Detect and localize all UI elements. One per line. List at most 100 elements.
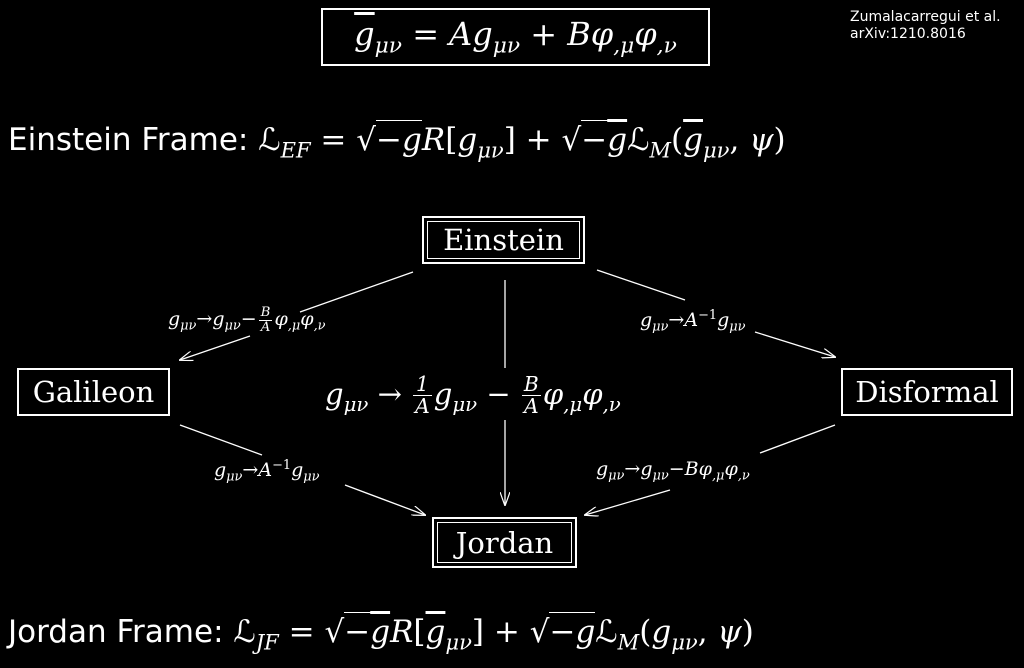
symbol-base: g xyxy=(212,307,225,330)
symbol-base: B xyxy=(567,15,591,54)
math-operator: ( xyxy=(639,614,652,650)
square-root: √−g xyxy=(356,120,422,158)
symbol-base: ℒ xyxy=(595,614,618,650)
top-equation-box: gμν = Agμν + Bφ,μφ,ν xyxy=(321,8,710,66)
symbol-base: g xyxy=(370,614,391,650)
math-symbol: φ,ν xyxy=(582,377,621,416)
math-operator: + xyxy=(520,15,568,54)
symbol-base: g xyxy=(717,309,730,332)
math-symbol: gμν xyxy=(291,459,319,485)
arrow-einstein-disformal-a xyxy=(596,269,686,301)
square-root: √−g xyxy=(324,612,391,650)
node-disformal: Disformal xyxy=(841,368,1013,416)
jordan-frame-equation: ℒJF = √−gR[gμν] + √−gℒM(gμν, ψ) xyxy=(233,612,754,654)
radicand: −g xyxy=(376,120,422,158)
math-symbol: φ,μ xyxy=(699,458,725,484)
math-symbol: ℒM xyxy=(627,122,671,162)
math-operator: − xyxy=(549,614,576,650)
math-symbol: ℒJF xyxy=(233,614,278,654)
fraction-numerator: B xyxy=(521,372,541,397)
math-symbol: gμν xyxy=(425,614,472,654)
math-symbol: ℒM xyxy=(595,614,639,654)
arrow-disformal-jordan-b xyxy=(585,489,671,515)
math-symbol: gμν xyxy=(472,15,520,59)
symbol-base: R xyxy=(390,614,414,650)
jordan-frame-line: Jordan Frame: ℒJF = √−gR[gμν] + √−gℒM(gμ… xyxy=(8,612,754,654)
fraction-denominator: A xyxy=(524,394,539,419)
arrow-einstein-galileon-a xyxy=(299,271,414,313)
node-einstein-label: Einstein xyxy=(427,221,580,259)
symbol-base: g xyxy=(433,377,453,412)
citation-authors: Zumalacarregui et al. xyxy=(850,9,1001,25)
node-disformal-label: Disformal xyxy=(855,375,999,409)
symbol-base: g xyxy=(425,614,446,650)
math-operator: → xyxy=(368,377,412,412)
math-symbol: A−1 xyxy=(684,308,718,332)
math-symbol: gμν xyxy=(640,458,668,484)
superscript: −1 xyxy=(698,308,718,323)
math-symbol: φ,μ xyxy=(274,308,301,334)
einstein-frame-label: Einstein Frame: xyxy=(8,122,259,158)
math-symbol: φ,μ xyxy=(591,15,634,59)
symbol-base: ℒ xyxy=(627,122,650,158)
math-operator: = xyxy=(402,15,450,54)
math-operator: − xyxy=(668,458,685,480)
subscript: μν xyxy=(224,318,241,334)
symbol-base: ℒ xyxy=(258,122,281,158)
symbol-base: g xyxy=(291,459,304,482)
math-symbol: g xyxy=(402,122,422,158)
symbol-base: g xyxy=(168,307,181,330)
math-symbol: gμν xyxy=(596,458,624,484)
math-operator: = xyxy=(310,122,357,158)
subscript: μν xyxy=(226,469,243,485)
fraction-denominator: A xyxy=(415,394,430,419)
math-operator: ] + xyxy=(503,122,562,158)
subscript: ,μ xyxy=(287,318,301,334)
radicand: −g xyxy=(344,612,391,650)
square-root: √−g xyxy=(530,612,596,650)
top-equation: gμν = Agμν + Bφ,μφ,ν xyxy=(354,15,677,59)
fraction-denominator: A xyxy=(260,319,271,335)
arrow-disformal-jordan-a xyxy=(759,424,836,454)
subscript: μν xyxy=(452,393,478,417)
math-operator: [ xyxy=(413,614,426,650)
math-symbol: gμν xyxy=(717,309,745,335)
symbol-base: ℒ xyxy=(233,614,256,650)
symbol-base: g xyxy=(640,458,653,480)
symbol-base: g xyxy=(596,458,609,480)
symbol-base: g xyxy=(607,122,628,158)
citation-arxiv: arXiv:1210.8016 xyxy=(850,26,966,42)
subscript: μν xyxy=(702,137,730,163)
symbol-base: A xyxy=(684,309,699,332)
symbol-base: A xyxy=(449,15,473,54)
fraction-numerator: B xyxy=(258,305,273,321)
arrow-galileon-jordan-a xyxy=(179,424,263,456)
symbol-base: ψ xyxy=(749,122,774,158)
math-operator: − xyxy=(477,377,520,412)
subscript: μν xyxy=(492,33,521,59)
math-symbol: R xyxy=(390,614,413,650)
subscript: ,ν xyxy=(656,33,677,59)
symbol-base: g xyxy=(640,309,653,332)
subscript: JF xyxy=(255,629,279,655)
symbol-base: R xyxy=(421,122,446,158)
symbol-base: g xyxy=(472,15,493,54)
subscript: μν xyxy=(608,468,625,484)
arrow-einstein-galileon-b xyxy=(180,335,251,360)
math-symbol: ψ xyxy=(717,614,741,650)
subscript: μν xyxy=(343,393,369,417)
node-galileon-label: Galileon xyxy=(32,375,155,409)
einstein-frame-line: Einstein Frame: ℒEF = √−gR[gμν] + √−gℒM(… xyxy=(8,120,786,163)
subscript: ,μ xyxy=(711,468,725,484)
symbol-base: ψ xyxy=(717,614,742,650)
subscript: μν xyxy=(303,469,320,485)
superscript: −1 xyxy=(272,458,292,473)
fraction-numerator: 1 xyxy=(413,373,432,397)
math-symbol: φ,μ xyxy=(543,377,582,416)
subscript: μν xyxy=(671,629,698,655)
subscript: ,μ xyxy=(613,33,635,59)
subscript: μν xyxy=(477,137,504,163)
